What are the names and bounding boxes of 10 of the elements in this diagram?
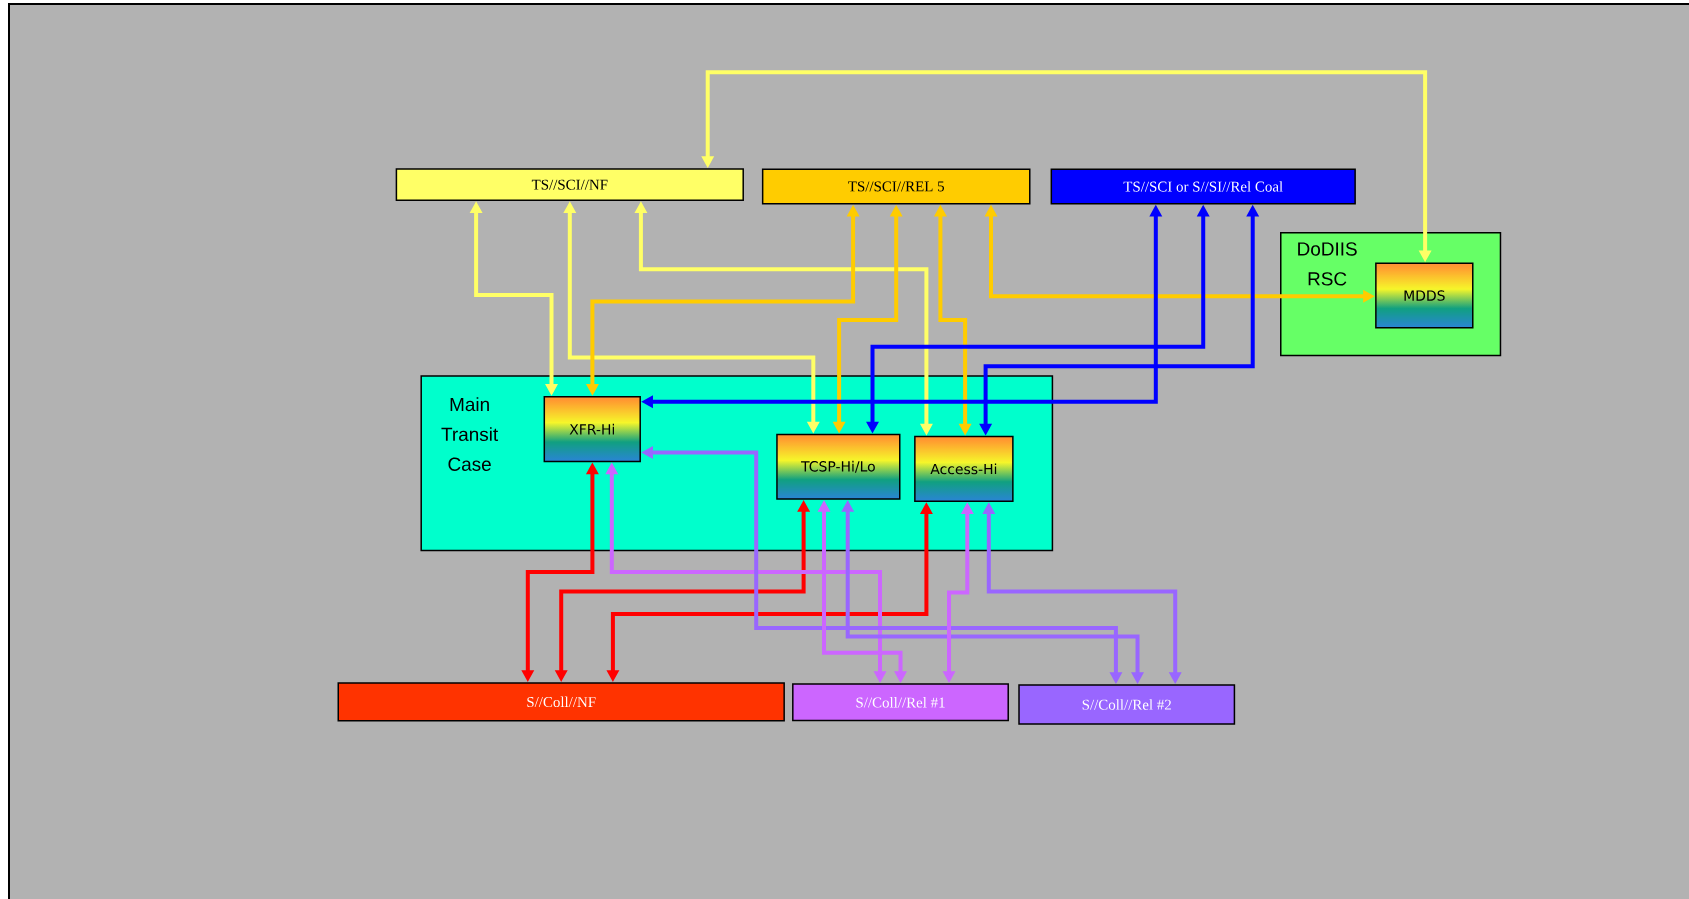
classification-bar: TS//SCI or S//SI//Rel Coal [1050, 168, 1356, 205]
system-box: Access-Hi [914, 435, 1014, 502]
system-box: XFR-Hi [543, 396, 641, 463]
system-box: MDDS [1375, 262, 1474, 329]
classification-bar: S//Coll//NF [337, 682, 785, 722]
system-box: TCSP-Hi/Lo [776, 433, 901, 500]
classification-bar: S//Coll//Rel #1 [792, 683, 1009, 722]
classification-bar: S//Coll//Rel #2 [1018, 684, 1236, 725]
classification-bar: TS//SCI//NF [395, 168, 744, 202]
classification-bar: TS//SCI//REL 5 [761, 168, 1031, 205]
